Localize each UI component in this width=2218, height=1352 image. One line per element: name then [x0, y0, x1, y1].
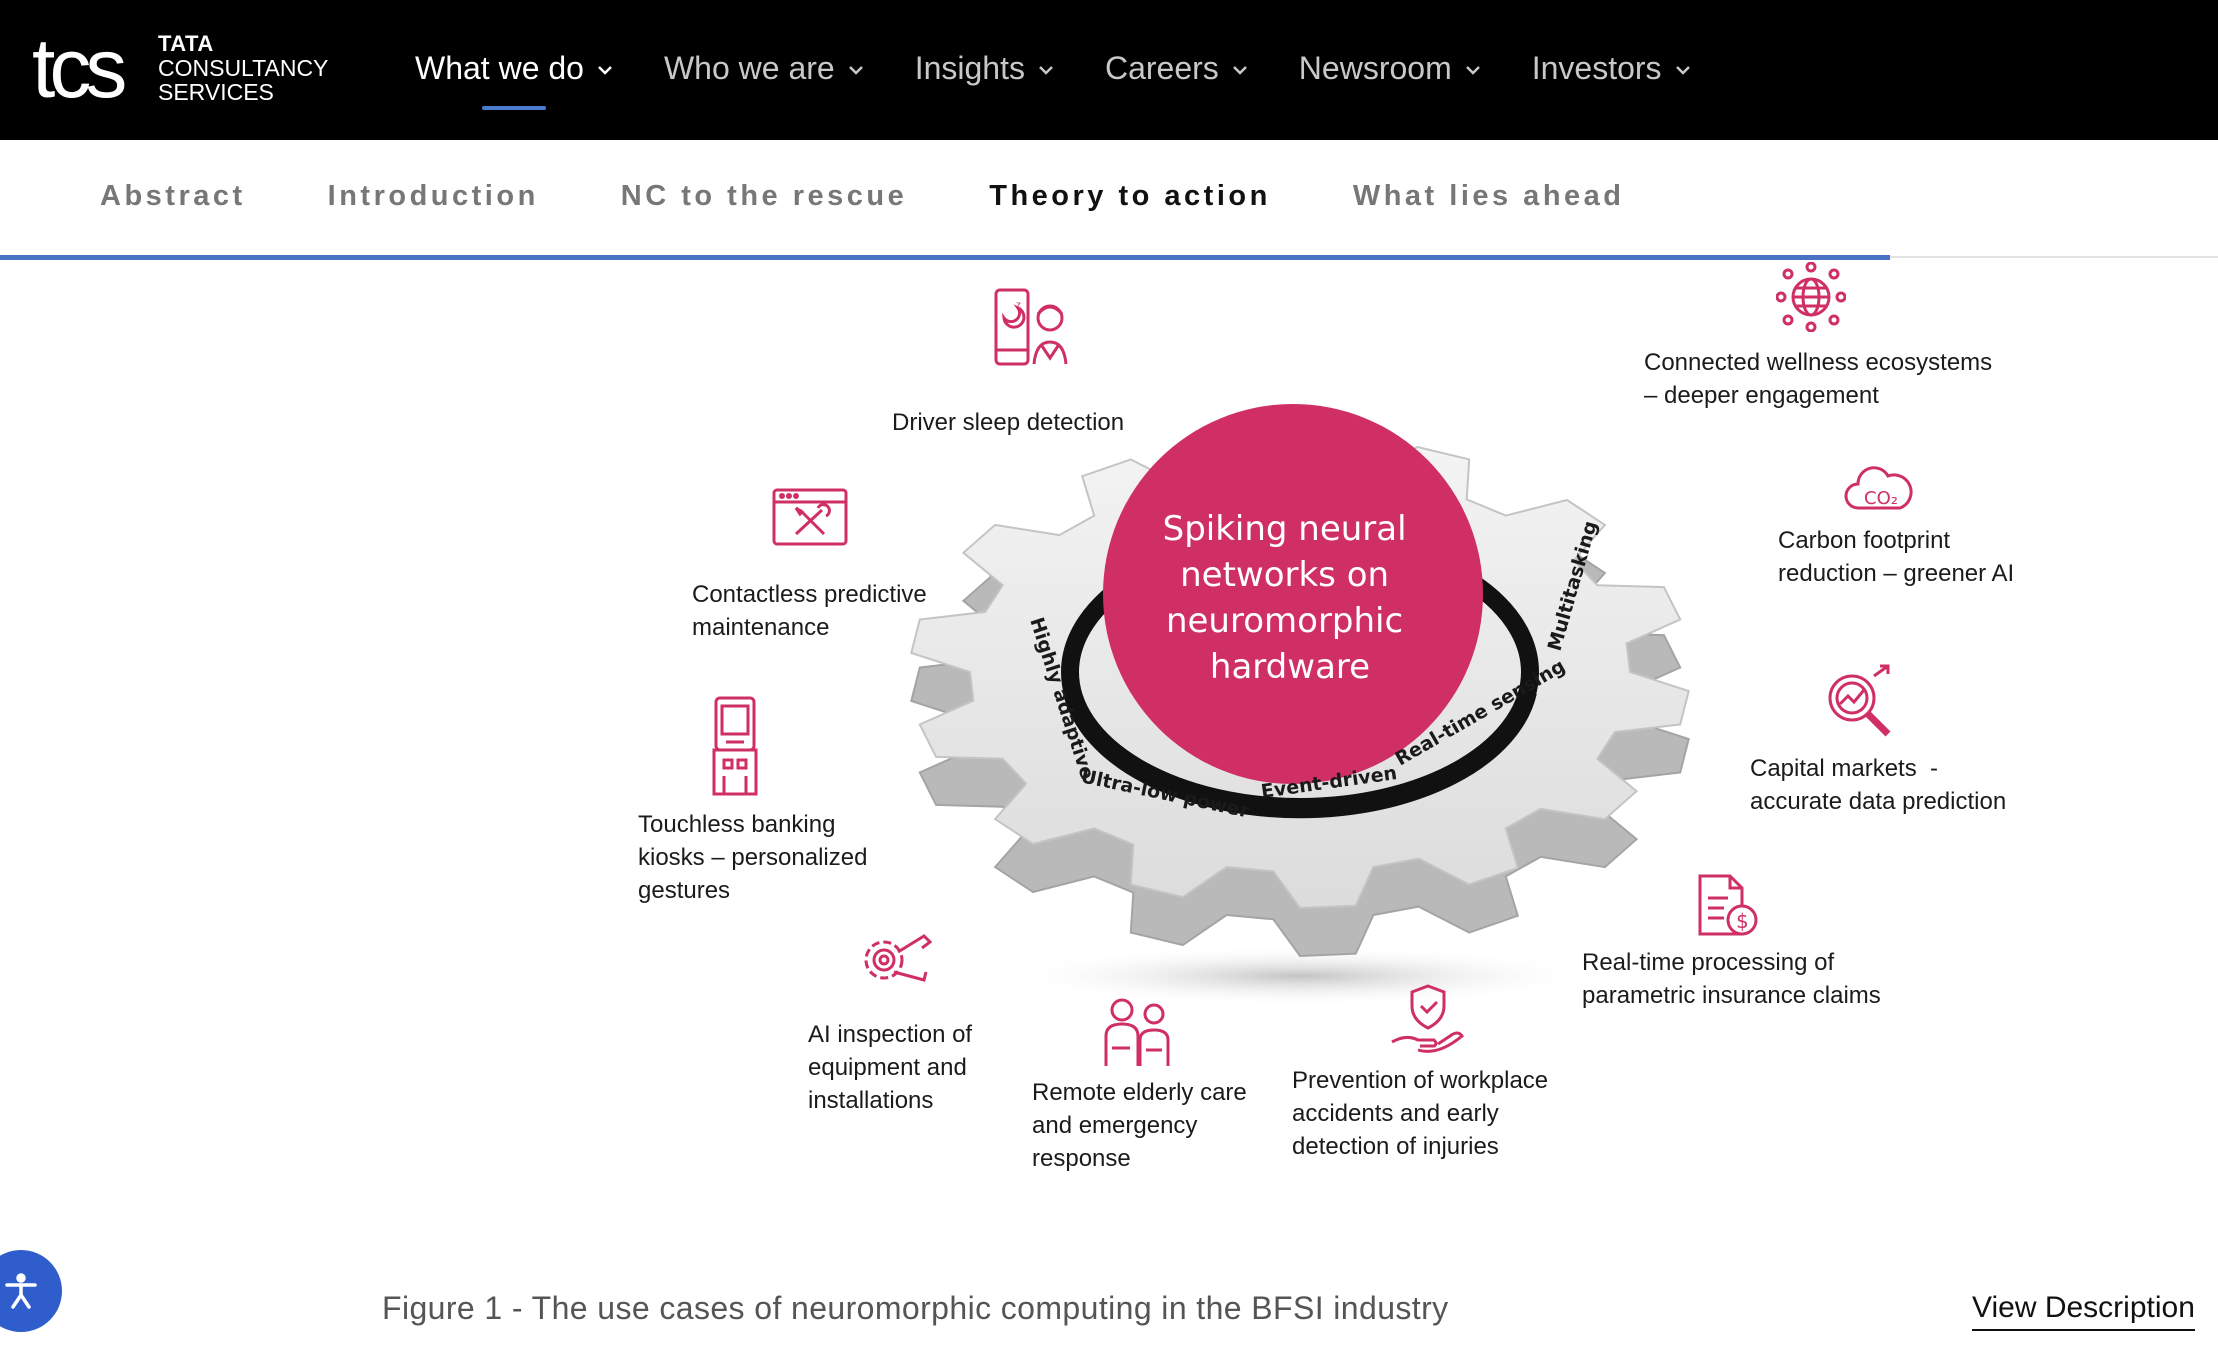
- use-case-label: Connected wellness ecosystems – deeper e…: [1644, 346, 1992, 412]
- accessibility-button[interactable]: [0, 1250, 62, 1332]
- use-case-label: Carbon footprint reduction – greener AI: [1778, 524, 2014, 590]
- section-tabs: Abstract Introduction NC to the rescue Theo…: [100, 180, 1707, 213]
- section-navigation: Abstract Introduction NC to the rescue Theo…: [0, 140, 2218, 260]
- use-case-label: Touchless banking kiosks – personalized …: [638, 808, 867, 907]
- use-case-label: Real-time processing of parametric insur…: [1582, 946, 1881, 1012]
- logo-line-1: TATA: [158, 32, 328, 56]
- globe-network-icon: [1776, 262, 1846, 332]
- reading-progress-bar: [0, 255, 1890, 260]
- logo-wordmark: TATA CONSULTANCY SERVICES: [158, 32, 328, 104]
- svg-text:z: z: [1016, 300, 1021, 311]
- figure-caption: Figure 1 - The use cases of neuromorphic…: [382, 1290, 1449, 1327]
- kiosk-icon: [710, 696, 760, 796]
- elderly-people-icon: [1100, 996, 1176, 1068]
- use-case-label: AI inspection of equipment and installat…: [808, 1018, 972, 1117]
- cloud-co2-icon: CO₂: [1844, 458, 1914, 514]
- logo-mark: tcs: [32, 30, 121, 106]
- logo-line-2: CONSULTANCY: [158, 56, 328, 80]
- nav-item-label: Insights: [915, 50, 1025, 87]
- nav-item-label: What we do: [415, 50, 584, 87]
- nav-item-label: Investors: [1532, 50, 1662, 87]
- center-line-4: hardware: [1210, 647, 1370, 687]
- nav-item-what-we-do[interactable]: What we do: [415, 44, 614, 92]
- gear-wrench-icon: [854, 928, 934, 990]
- browser-tools-icon: [772, 488, 848, 548]
- use-case-label: Capital markets - accurate data predicti…: [1750, 752, 2006, 818]
- document-dollar-icon: $: [1696, 874, 1760, 938]
- active-nav-underline: [482, 106, 546, 110]
- nav-item-investors[interactable]: Investors: [1532, 44, 1692, 92]
- nav-item-careers[interactable]: Careers: [1105, 44, 1249, 92]
- view-description-link[interactable]: View Description: [1972, 1291, 2195, 1331]
- accessibility-person-icon: [1, 1271, 41, 1311]
- chevron-down-icon: [596, 61, 614, 79]
- chevron-down-icon: [847, 61, 865, 79]
- magnifier-chart-icon: [1818, 664, 1898, 744]
- chevron-down-icon: [1231, 61, 1249, 79]
- top-navigation-bar: tcs TATA CONSULTANCY SERVICES What we do…: [0, 0, 2218, 140]
- nav-item-label: Newsroom: [1299, 50, 1452, 87]
- nav-item-label: Who we are: [664, 50, 835, 87]
- use-case-label: Prevention of workplace accidents and ea…: [1292, 1064, 1548, 1163]
- chevron-down-icon: [1674, 61, 1692, 79]
- svg-text:CO₂: CO₂: [1864, 488, 1898, 509]
- tab-introduction[interactable]: Introduction: [328, 180, 539, 213]
- tcs-logo[interactable]: tcs TATA CONSULTANCY SERVICES: [32, 30, 332, 106]
- center-line-1: Spiking neural: [1163, 509, 1407, 549]
- nav-item-label: Careers: [1105, 50, 1219, 87]
- tab-nc-to-the-rescue[interactable]: NC to the rescue: [621, 180, 907, 213]
- center-line-2: networks on: [1180, 555, 1389, 595]
- main-menu: What we do Who we are Insights Careers Newsr…: [415, 44, 1742, 92]
- use-case-label: Remote elderly care and emergency respon…: [1032, 1076, 1247, 1175]
- use-case-label: Contactless predictive maintenance: [692, 578, 927, 644]
- tab-what-lies-ahead[interactable]: What lies ahead: [1353, 180, 1625, 213]
- hand-shield-icon: [1390, 984, 1466, 1056]
- use-case-figure: Spiking neural networks on neuromorphic …: [0, 262, 2218, 1222]
- chevron-down-icon: [1037, 61, 1055, 79]
- center-line-3: neuromorphic: [1166, 601, 1403, 641]
- tab-theory-to-action[interactable]: Theory to action: [989, 180, 1271, 213]
- nav-item-insights[interactable]: Insights: [915, 44, 1055, 92]
- logo-line-3: SERVICES: [158, 80, 328, 104]
- use-case-label: Driver sleep detection: [892, 406, 1124, 439]
- nav-item-newsroom[interactable]: Newsroom: [1299, 44, 1482, 92]
- chevron-down-icon: [1464, 61, 1482, 79]
- driver-phone-icon: z: [992, 288, 1072, 368]
- nav-item-who-we-are[interactable]: Who we are: [664, 44, 865, 92]
- svg-text:$: $: [1736, 909, 1749, 933]
- tab-abstract[interactable]: Abstract: [100, 180, 246, 213]
